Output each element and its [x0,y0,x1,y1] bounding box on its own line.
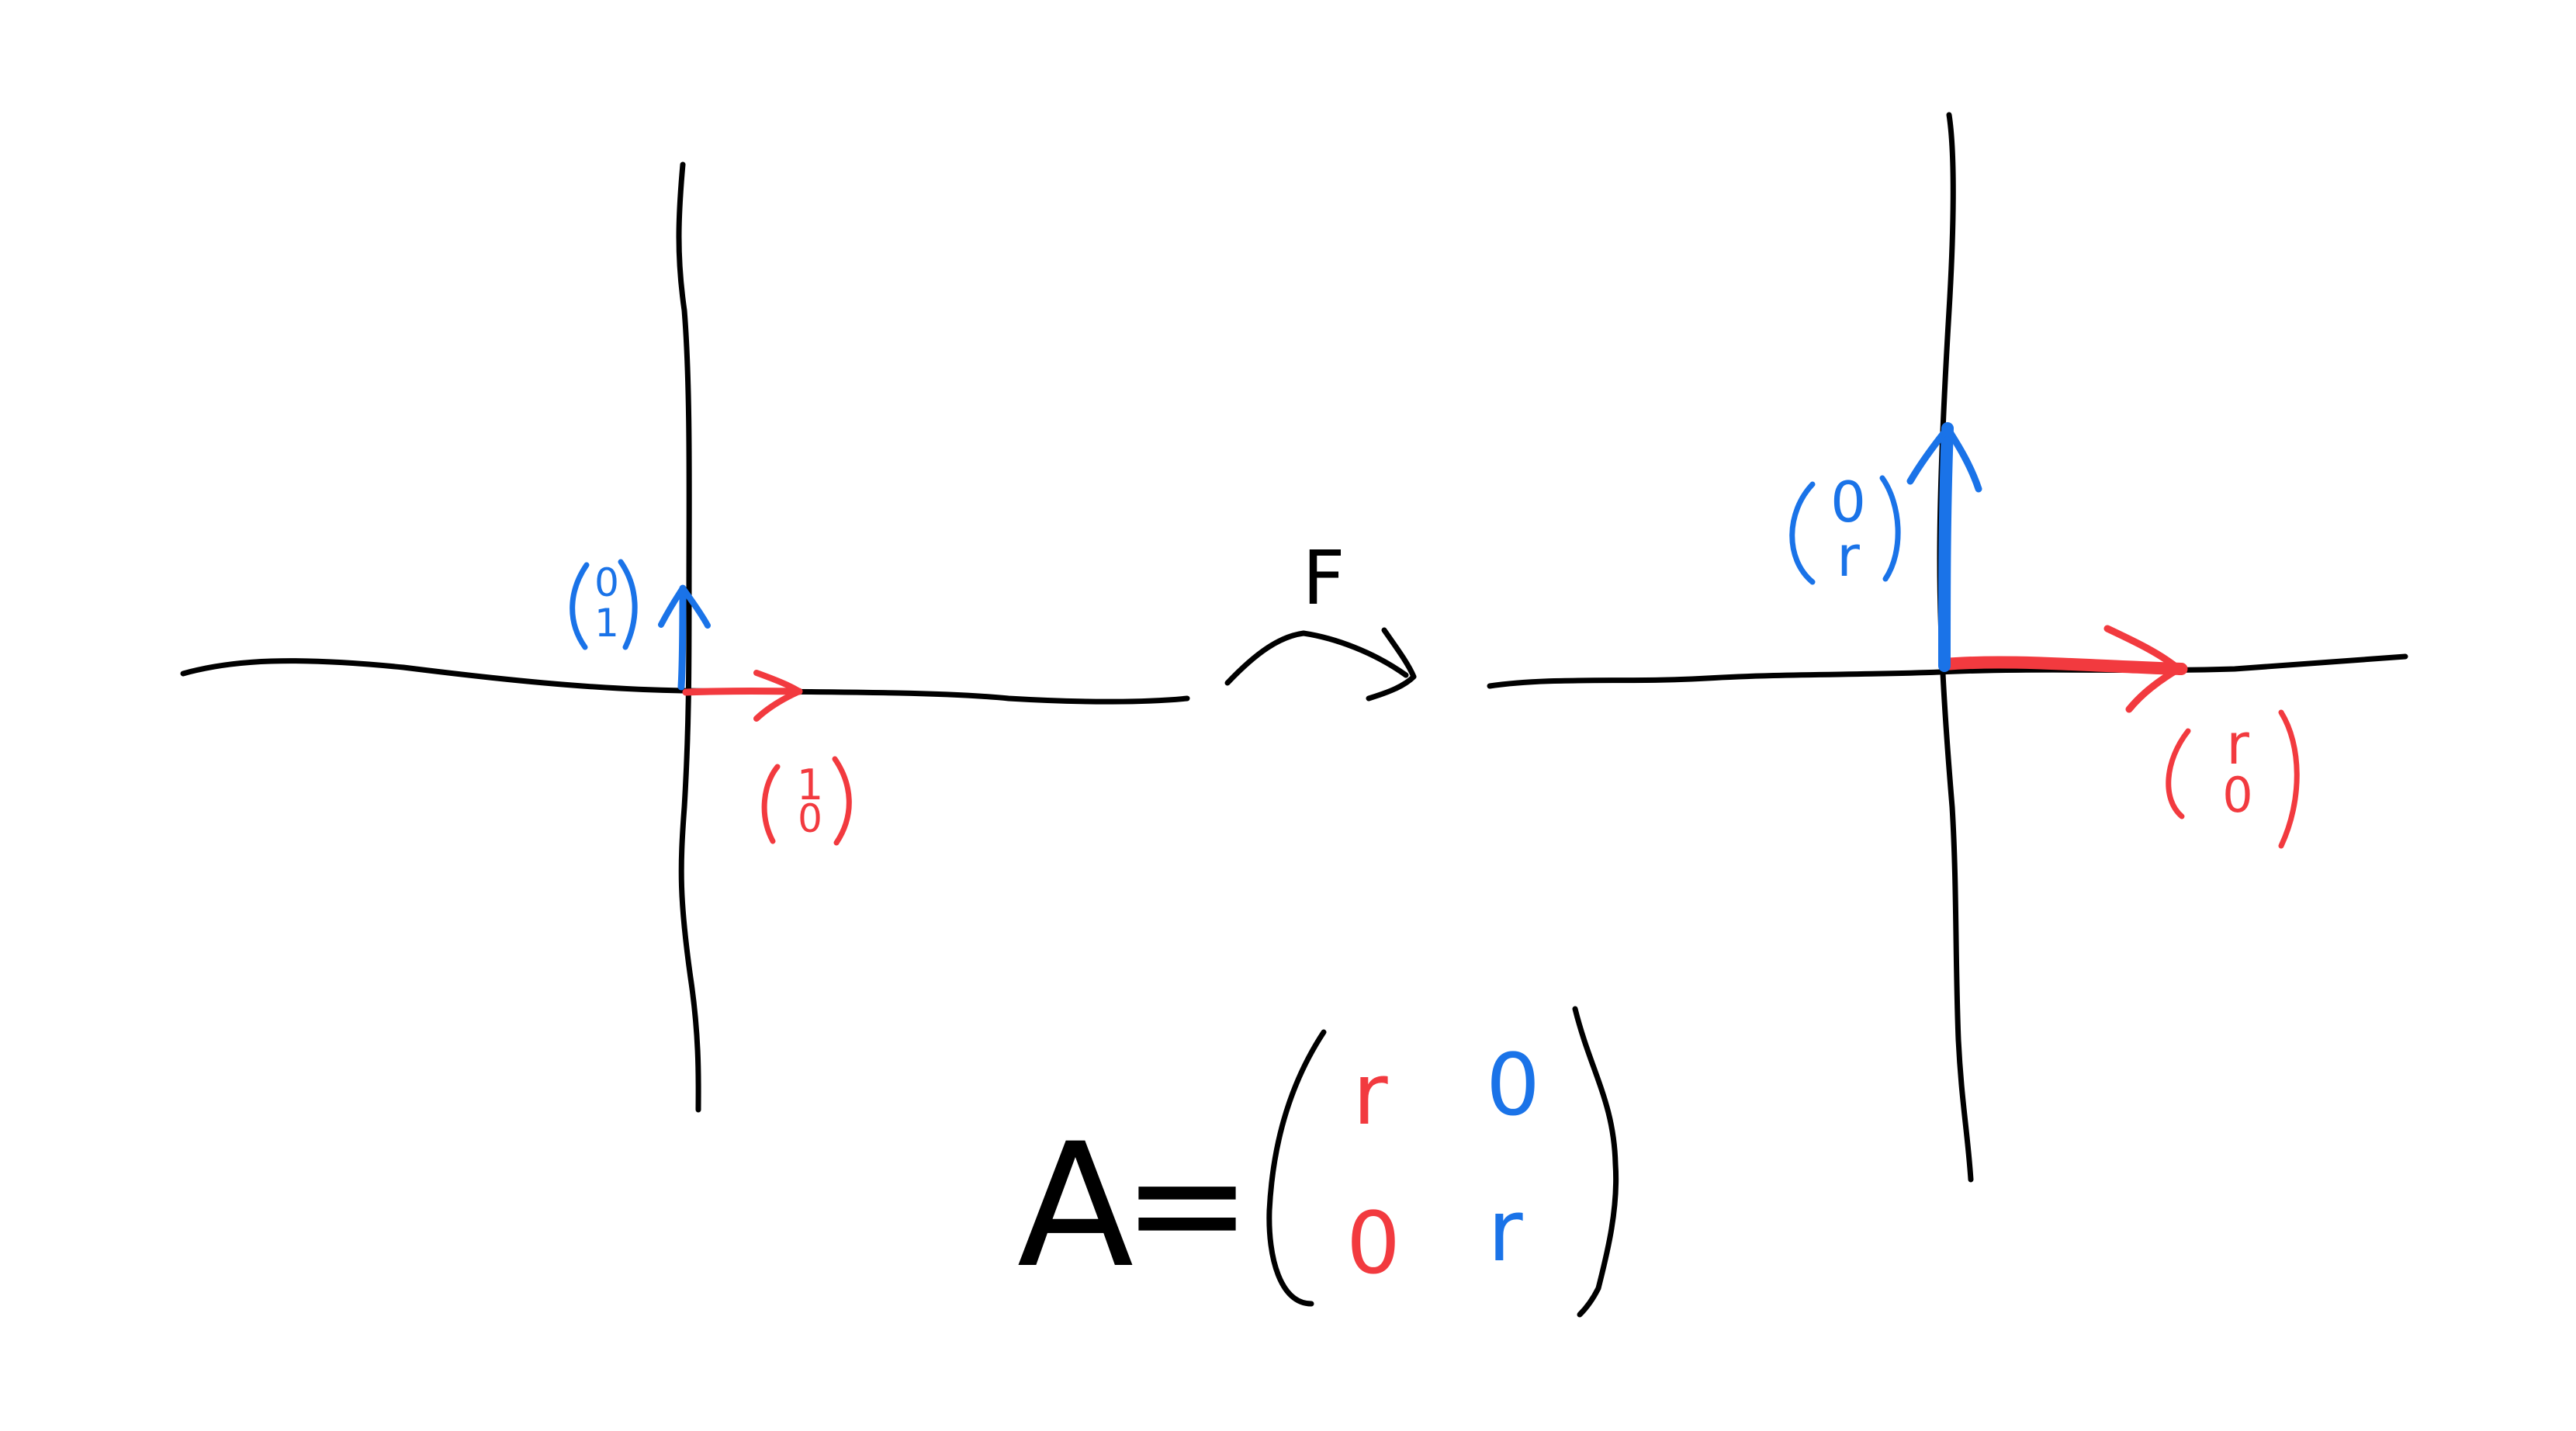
right-plane: 0 r r 0 [1487,112,2408,1183]
right-e1-top: r [2226,712,2249,777]
left-e2-arrow-head [658,585,711,629]
matrix-paren-right [1572,1006,1619,1318]
right-e1-arrow-head [2103,625,2183,713]
left-e1-arrow-head [753,670,802,722]
left-e1-paren-right [832,756,852,846]
matrix-entry-11: r [1352,1045,1388,1144]
right-x-axis [1487,653,2408,689]
left-e1-arrow-shaft [682,687,803,696]
right-e1-arrow-shaft [1938,656,2188,675]
right-e2-arrow-shaft [1938,422,1954,672]
matrix-paren-left [1266,1029,1327,1307]
map-arrow-curve [1224,630,1409,686]
map-arrow-head [1366,627,1417,702]
left-e2-paren-left [570,562,590,650]
matrix-equation: A = r 0 0 r [1017,1006,1619,1318]
map-label: F [1302,535,1345,622]
matrix-entry-21: 0 [1346,1194,1401,1293]
left-e1-bottom: 0 [798,796,822,841]
left-e1-label: 1 0 [761,756,852,846]
right-e2-top: 0 [1830,469,1866,535]
left-e2-paren-right [618,559,638,650]
map-f: F [1224,535,1417,702]
right-e1-label: r 0 [2166,709,2300,849]
left-e1-paren-left [761,764,781,844]
left-e2-bottom: 1 [594,601,619,646]
right-e2-label: 0 r [1789,469,1901,589]
right-e2-paren-right [1879,475,1901,582]
right-e2-paren-left [1789,481,1816,585]
left-y-axis [676,161,701,1113]
left-e2-top: 0 [594,560,619,605]
matrix-entry-22: r [1487,1181,1523,1280]
left-plane: 1 0 0 1 [180,161,1190,1113]
right-e2-arrow-head [1906,424,1982,493]
right-e1-bottom: 0 [2222,767,2252,823]
right-e1-paren-right [2278,709,2300,849]
matrix-entry-12: 0 [1486,1035,1540,1135]
right-e1-paren-left [2166,728,2191,819]
left-e2-arrow-shaft [677,584,687,691]
left-e1-top: 1 [797,761,823,809]
left-e2-label: 0 1 [570,559,638,650]
right-e2-bottom: r [1837,524,1860,589]
matrix-equals: = [1122,1114,1252,1294]
matrix-name: A [1017,1107,1134,1305]
